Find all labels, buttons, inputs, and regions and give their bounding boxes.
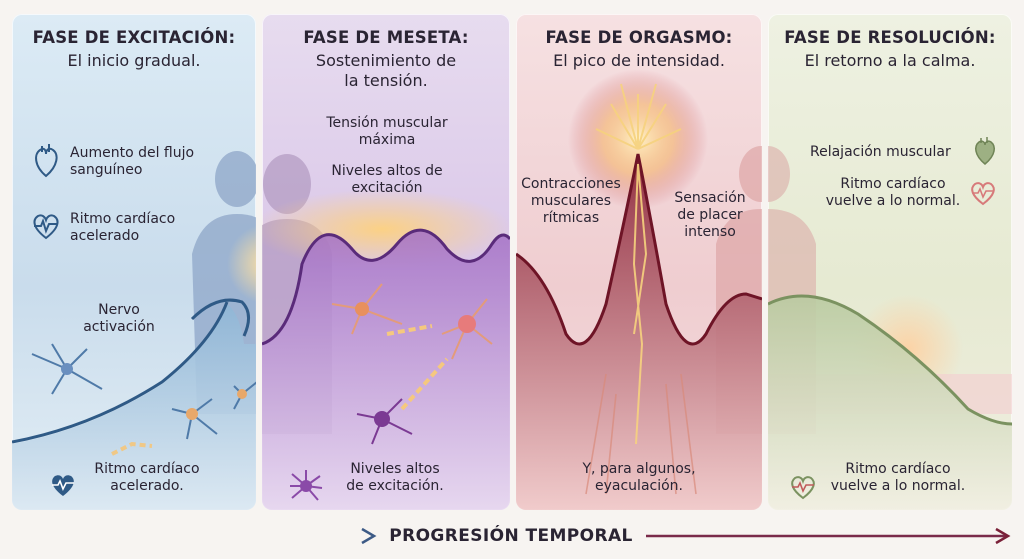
phase-subtitle: El inicio gradual.	[67, 51, 201, 70]
heartbeat-icon	[33, 214, 59, 240]
label-excitation: Niveles altos de excitación	[331, 163, 443, 196]
neuron-icon	[290, 470, 323, 501]
excitation-wave	[12, 304, 256, 510]
label-pleasure: Sensación de placer intenso	[674, 190, 746, 240]
phase-subtitle: El retorno a la calma.	[804, 51, 976, 70]
orgasm-illustration	[516, 69, 762, 510]
phase-subtitle: El pico de intensidad.	[553, 51, 725, 70]
label-relax: Relajación muscular	[810, 144, 951, 160]
heartbeat-icon	[52, 475, 74, 496]
phase-panel-resolution: FASE DE RESOLUCIÓN: El retorno a la calm…	[768, 14, 1012, 510]
phase-title: FASE DE RESOLUCIÓN:	[784, 28, 996, 47]
timeline-label: PROGRESIÓN TEMPORAL	[389, 526, 633, 546]
resolution-wave	[768, 296, 1012, 510]
label-tension: Tensión muscular máxima	[326, 115, 448, 148]
label-heart-rate: Ritmo cardíaco acelerado	[70, 211, 176, 244]
heart-anatomy-icon	[35, 144, 58, 178]
resolution-illustration	[768, 146, 1012, 510]
phase-panel-excitation: FASE DE EXCITACIÓN: El inicio gradual. A…	[12, 14, 256, 510]
energy-burst	[595, 83, 682, 445]
heart-icon	[975, 137, 995, 165]
orgasm-wave	[516, 154, 762, 510]
label-bottom: Niveles altos de excitación.	[346, 461, 444, 494]
label-bottom: Y, para algunos, eyaculación.	[582, 461, 696, 494]
label-heart-normal: Ritmo cardíaco vuelve a lo normal.	[825, 176, 961, 209]
label-blood-flow: Aumento del flujo sanguíneo	[70, 145, 195, 178]
phase-title: FASE DE MESETA:	[303, 28, 469, 47]
phase-title: FASE DE EXCITACIÓN:	[32, 28, 236, 47]
plateau-illustration	[262, 154, 510, 510]
heartbeat-icon	[971, 182, 995, 206]
phase-title: FASE DE ORGASMO:	[545, 28, 733, 47]
timeline-arrow	[14, 527, 1011, 545]
phase-subtitle: Sostenimiento de la tensión.	[315, 51, 457, 90]
label-bottom: Ritmo cardíaco acelerado.	[94, 461, 200, 494]
label-bottom: Ritmo cardíaco vuelve a lo normal.	[830, 461, 966, 494]
plateau-wave	[262, 230, 510, 510]
phase-panel-plateau: FASE DE MESETA: Sostenimiento de la tens…	[262, 14, 510, 510]
excitation-illustration	[12, 151, 256, 510]
phase-panel-orgasm: FASE DE ORGASMO: El pico de intensidad. …	[516, 14, 762, 510]
label-contractions: Contracciones musculares rítmicas	[521, 176, 621, 226]
label-nerve: Nervo activación	[83, 302, 155, 335]
heartbeat-icon	[791, 476, 815, 500]
